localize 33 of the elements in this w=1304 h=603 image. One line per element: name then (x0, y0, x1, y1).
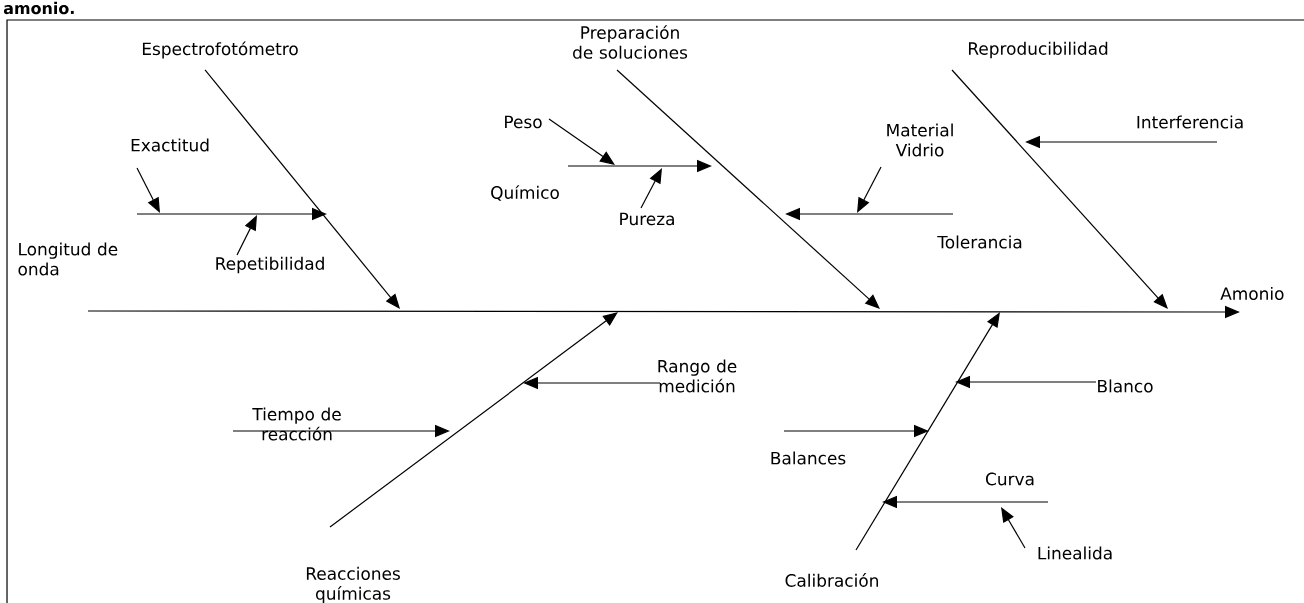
cause-label: Preparación de soluciones (573, 25, 688, 59)
cause-label: Calibración (785, 573, 878, 587)
cause-label: Pureza (620, 212, 674, 226)
cause-label: Material Vidrio (887, 123, 953, 157)
cause-label: Espectrofotómetro (142, 41, 298, 59)
cause-label: Balances (771, 451, 846, 465)
arrow (855, 312, 1000, 551)
cause-label: Longitud de onda (18, 242, 118, 276)
arrow (1001, 507, 1026, 549)
cause-label: Rango de medición (658, 359, 737, 393)
cause-label: Interferencia (1137, 115, 1243, 129)
arrow (857, 166, 882, 213)
cause-label: Blanco (1098, 379, 1153, 393)
arrow (616, 69, 880, 309)
cause-label: Curva (986, 472, 1034, 486)
cause-label: Químico (491, 185, 559, 201)
cause-label: Tiempo de reacción (252, 407, 341, 441)
arrow (640, 168, 662, 209)
cause-label: Linealida (1038, 546, 1112, 560)
cause-label: Reacciones químicas (306, 566, 400, 603)
arrow (204, 69, 400, 309)
arrow (236, 215, 257, 256)
cause-label: Repetibilidad (216, 256, 324, 274)
arrow (951, 69, 1168, 309)
cause-label: Amonio (1220, 286, 1284, 301)
cause-label: Reproducibilidad (968, 41, 1108, 59)
arrow (136, 167, 160, 213)
cause-label: Peso (505, 115, 542, 129)
title: amonio. (3, 1, 74, 15)
cause-label: Tolerancia (937, 235, 1022, 249)
cause-label: Exactitud (131, 138, 209, 152)
arrow (329, 312, 618, 528)
arrow (548, 118, 615, 165)
